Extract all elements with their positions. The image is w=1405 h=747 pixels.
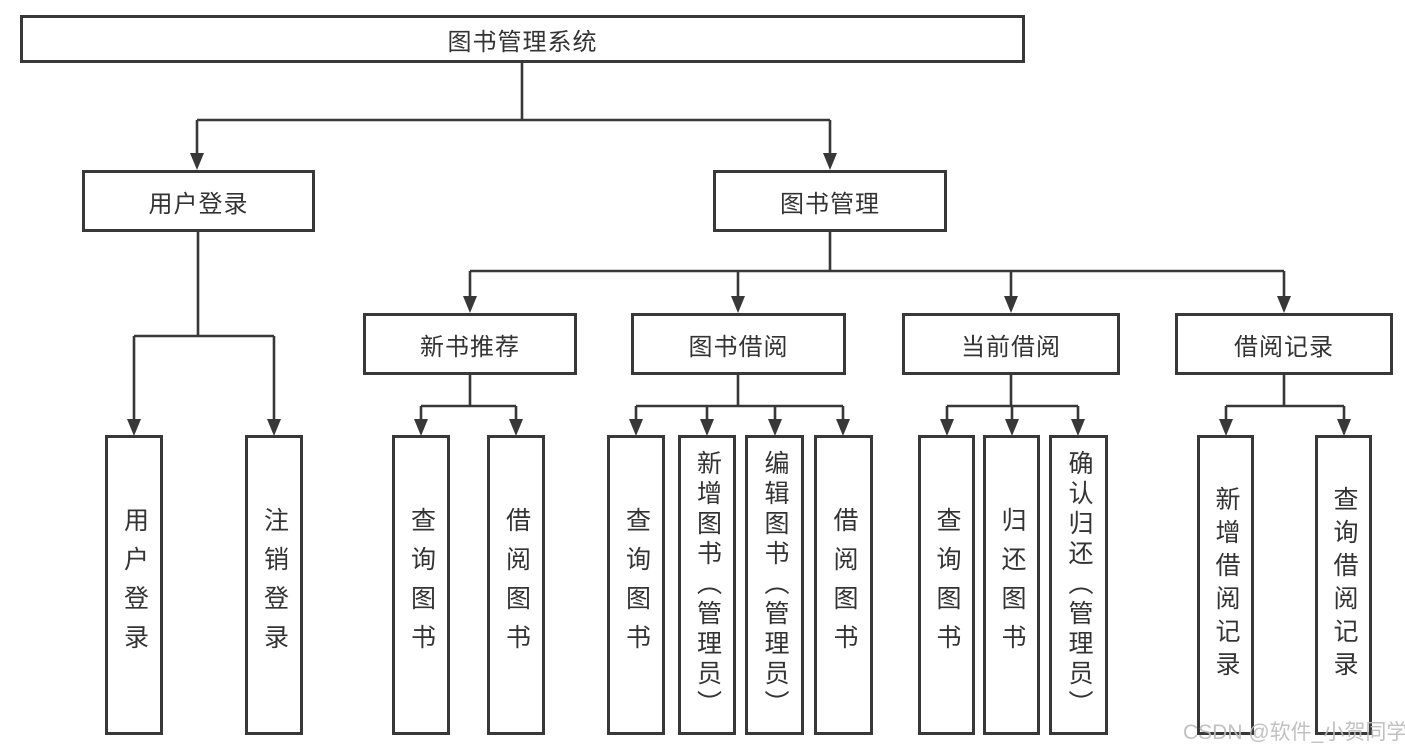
leaf-borrow-query-books: 查询图书 <box>607 435 665 735</box>
node-label: 新增图书（管理员） <box>693 450 722 720</box>
node-user-login: 用户登录 <box>82 170 315 232</box>
node-label: 用户登录 <box>120 507 149 663</box>
node-label: 查询图书 <box>622 507 651 663</box>
leaf-add-books-admin: 新增图书（管理员） <box>678 435 736 735</box>
leaf-borrow-books: 借阅图书 <box>814 435 873 735</box>
leaf-user-login: 用户登录 <box>105 435 163 735</box>
node-label: 注销登录 <box>260 507 289 663</box>
node-label: 借阅记录 <box>1234 333 1334 361</box>
node-current-borrow: 当前借阅 <box>902 313 1120 375</box>
node-label: 新增借阅记录 <box>1212 486 1240 684</box>
node-label: 图书管理系统 <box>447 28 598 56</box>
node-library-management-system: 图书管理系统 <box>20 15 1025 63</box>
node-book-borrow: 图书借阅 <box>631 313 846 375</box>
node-label: 借阅图书 <box>830 507 858 663</box>
leaf-query-borrow-record: 查询借阅记录 <box>1315 435 1372 735</box>
leaf-current-query-books: 查询图书 <box>918 435 975 735</box>
node-label: 查询借阅记录 <box>1330 486 1358 684</box>
node-label: 当前借阅 <box>961 333 1061 361</box>
node-label: 图书管理 <box>780 190 880 218</box>
node-book-management: 图书管理 <box>713 170 947 232</box>
node-borrow-records: 借阅记录 <box>1175 313 1393 375</box>
node-label: 查询图书 <box>407 507 436 663</box>
node-label: 编辑图书（管理员） <box>761 450 789 720</box>
leaf-add-borrow-record: 新增借阅记录 <box>1197 435 1254 735</box>
leaf-recommend-query-books: 查询图书 <box>392 435 450 735</box>
csdn-watermark: CSDN @软件_小贺同学 <box>1183 721 1405 744</box>
node-label: 归还图书 <box>998 507 1026 663</box>
leaf-return-books: 归还图书 <box>983 435 1040 735</box>
node-label: 借阅图书 <box>502 507 531 663</box>
node-label: 新书推荐 <box>420 333 520 361</box>
leaf-logout: 注销登录 <box>245 435 303 735</box>
node-label: 图书借阅 <box>688 333 789 361</box>
leaf-confirm-return-admin: 确认归还（管理员） <box>1049 435 1108 735</box>
node-new-book-recommend: 新书推荐 <box>363 313 577 375</box>
node-label: 用户登录 <box>148 190 249 218</box>
leaf-recommend-borrow-books: 借阅图书 <box>487 435 545 735</box>
leaf-edit-books-admin: 编辑图书（管理员） <box>745 435 804 735</box>
node-label: 查询图书 <box>933 507 961 663</box>
node-label: 确认归还（管理员） <box>1065 450 1093 720</box>
